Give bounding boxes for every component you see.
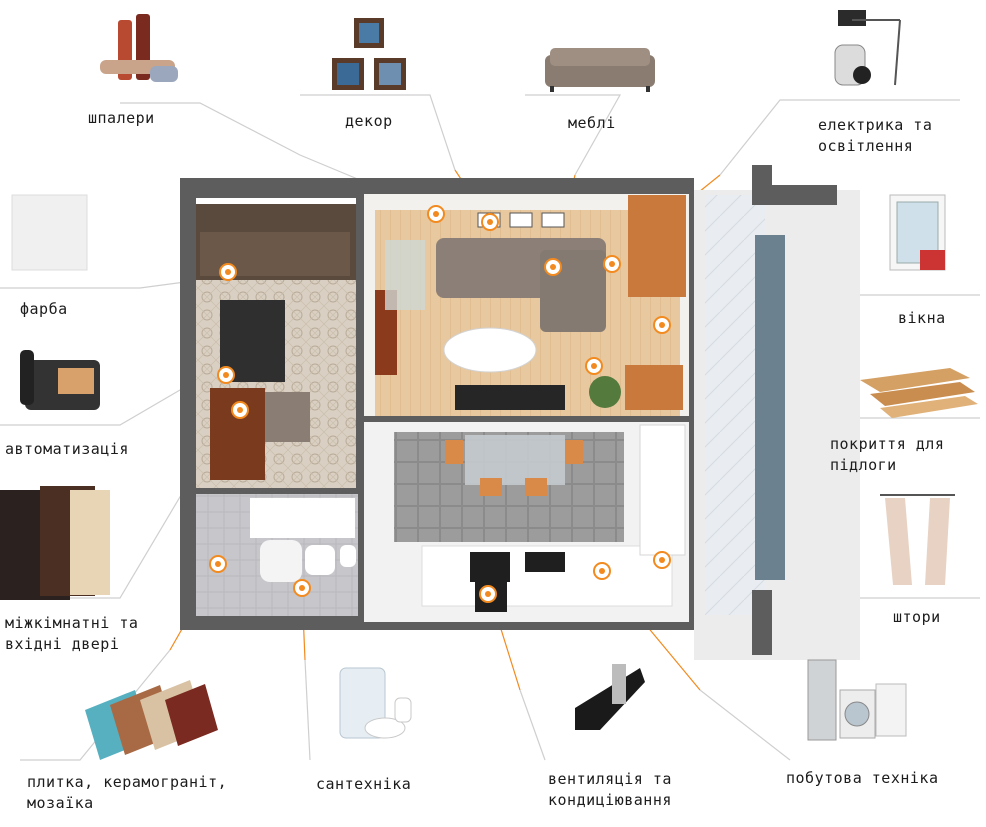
connector-ventilation [519, 689, 546, 761]
label-windows: вікна [898, 309, 946, 327]
label-electrics-line1: електрика та [818, 116, 933, 134]
living-room [364, 194, 689, 416]
label-tiles-line1: плитка, керамограніт, [27, 773, 228, 791]
label-plumbing: сантехніка [316, 775, 412, 793]
marker-plumbing [293, 579, 311, 597]
connector-tiles [20, 649, 171, 761]
marker-flooring [585, 357, 603, 375]
lamp-icon [834, 10, 901, 86]
marker-decor [481, 213, 499, 231]
label-flooring-line2: підлоги [830, 456, 897, 474]
paint-texture-icon [11, 194, 88, 271]
marker-appliances [593, 562, 611, 580]
range-hood-icon [575, 664, 645, 730]
marker-automation [217, 366, 235, 384]
label-ventilation-line1: вентиляція та [548, 770, 672, 788]
hallway [196, 198, 356, 488]
marker-paint [219, 263, 237, 281]
label-ventilation-line2: кондиціювання [548, 791, 672, 809]
marker-windows [653, 316, 671, 334]
connector-furniture [525, 94, 622, 176]
label-curtains: штори [893, 608, 941, 626]
wallpaper-rolls-icon [100, 14, 178, 82]
label-decor: декор [345, 112, 393, 130]
label-doors-line1: міжкімнатні та [5, 614, 139, 632]
tiles-samples-icon [85, 680, 218, 760]
window-profile-icon [889, 194, 946, 271]
label-tiles-line2: мозаїка [27, 794, 94, 812]
markers [209, 205, 671, 603]
sofa-icon [545, 48, 655, 92]
phone-icon [20, 350, 100, 410]
shower-cabin-icon [339, 667, 412, 739]
marker-electrics [603, 255, 621, 273]
label-electrics-line2: освітлення [818, 137, 914, 155]
connector-appliances [699, 689, 791, 761]
doors-icon [0, 486, 110, 600]
connector-decor [300, 94, 456, 171]
label-wallpaper: шпалери [88, 109, 155, 127]
home-appliances-icon [807, 659, 907, 741]
picture-frames-icon [332, 18, 406, 90]
label-appliances: побутова техніка [786, 769, 939, 787]
marker-ventilation [479, 585, 497, 603]
laminate-planks-icon [860, 368, 978, 418]
kitchen [364, 422, 689, 622]
marker-doors [231, 401, 249, 419]
marker-curtains [653, 551, 671, 569]
label-paint: фарба [20, 300, 68, 318]
marker-furniture [544, 258, 562, 276]
label-furniture: меблі [568, 114, 616, 132]
connector-paint [0, 279, 201, 289]
marker-tiles [209, 555, 227, 573]
marker-wallpaper [427, 205, 445, 223]
label-flooring-line1: покриття для [830, 435, 945, 453]
connector-plumbing [304, 659, 311, 761]
thumbnails [0, 10, 978, 760]
connector-wallpaper [120, 102, 361, 181]
label-doors-line2: вхідні двері [5, 635, 120, 653]
label-automation: автоматизація [5, 440, 129, 458]
connector-automation [0, 389, 181, 426]
curtains-icon [880, 494, 955, 585]
connector-electrics [719, 99, 960, 176]
bathroom [196, 494, 358, 616]
